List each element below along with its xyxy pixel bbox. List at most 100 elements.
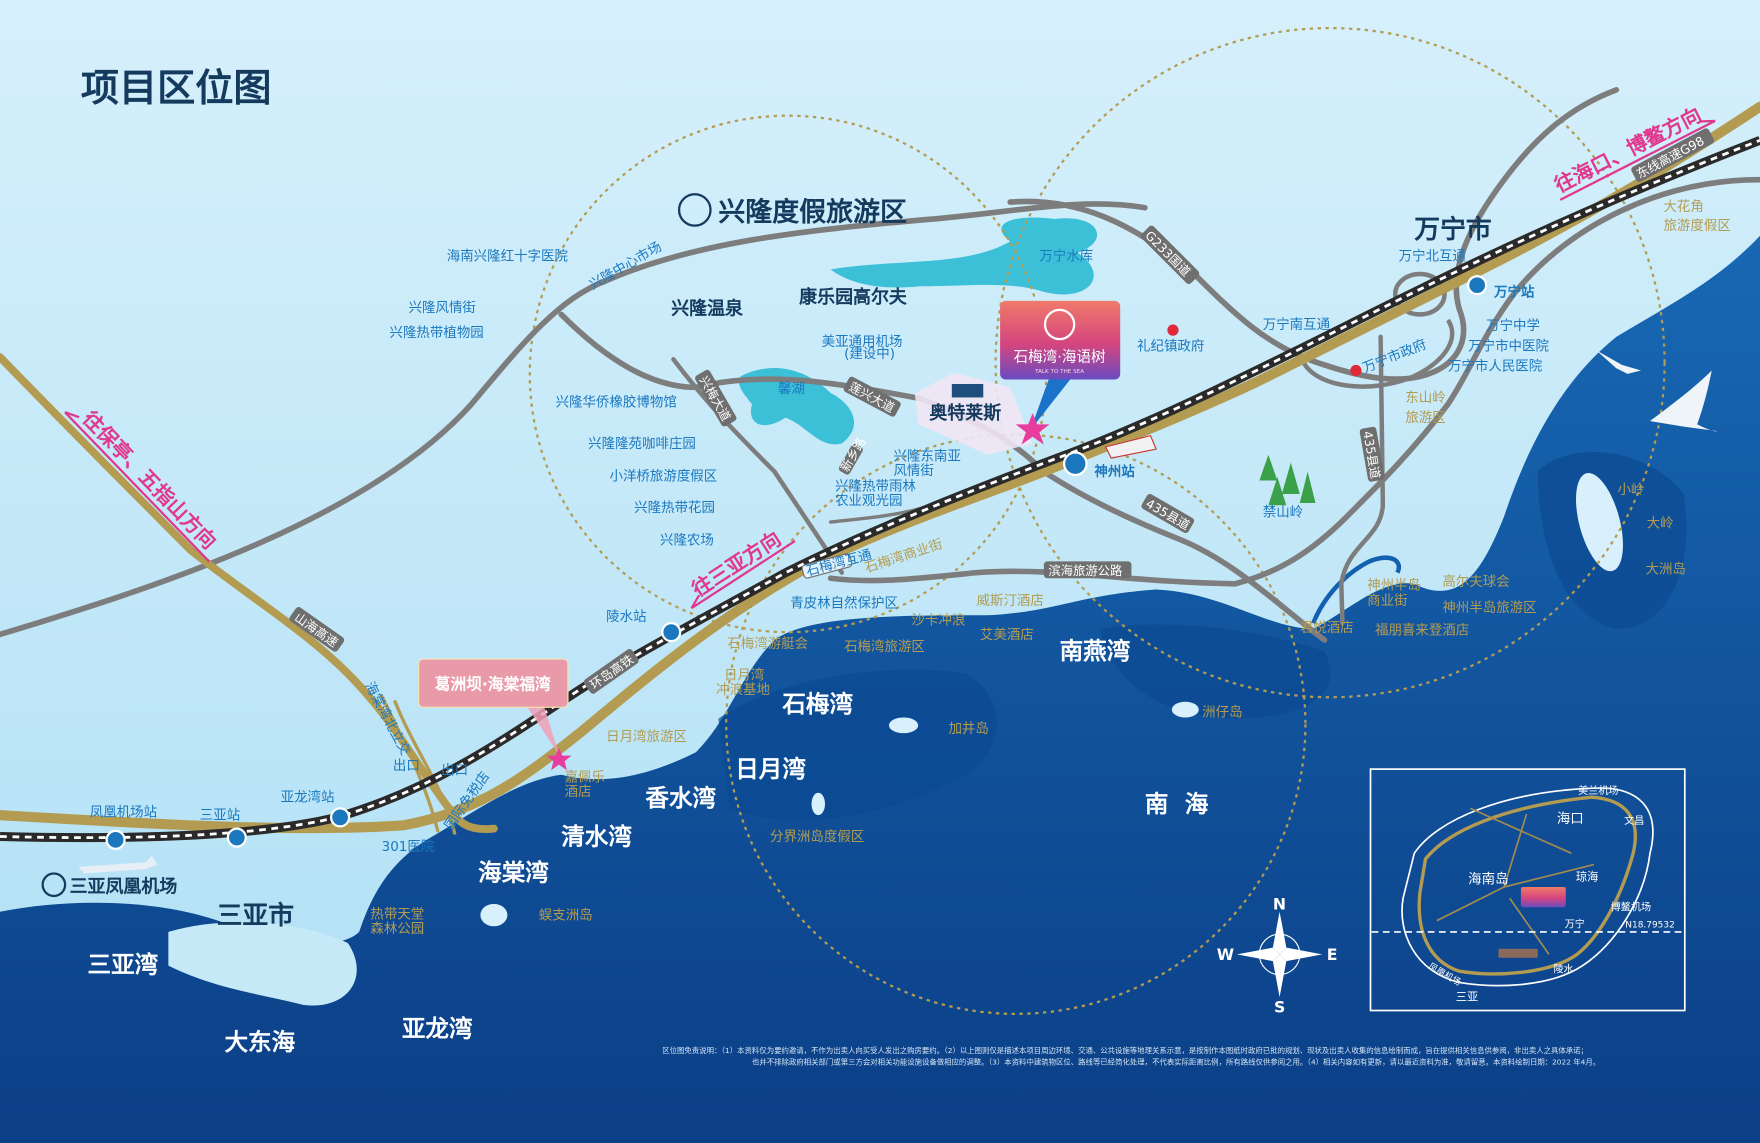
poi-red-cross-hospital: 海南兴隆红十字医院 <box>447 248 569 264</box>
inset-wanning: 万宁 <box>1565 917 1585 930</box>
poi-rubber-museum: 兴隆华侨橡胶博物馆 <box>556 393 677 410</box>
wanning-interchanges <box>1299 271 1455 389</box>
poi-botanical-garden: 兴隆热带植物园 <box>389 325 483 341</box>
arrow-icon <box>1559 119 1716 201</box>
poi-golf-club: 高尔夫球会 <box>1442 573 1509 590</box>
inset-hainan-island: 海南岛 <box>1468 872 1508 888</box>
poi-wanning-north-ic: 万宁北互通 <box>1399 247 1467 264</box>
poi-tropical-garden: 兴隆热带花园 <box>634 500 715 516</box>
inset-boao-airport: 博鳌机场 <box>1611 901 1651 914</box>
compass-e: E <box>1327 945 1338 964</box>
station-icon <box>330 807 351 828</box>
poi-xinglong-farm: 兴隆农场 <box>660 533 714 549</box>
expressways <box>0 101 1760 835</box>
deep-bays <box>718 451 1687 821</box>
bay-qingshui: 清水湾 <box>561 822 632 850</box>
station-icon <box>661 622 682 643</box>
zhouzai-island-shape <box>1171 701 1199 718</box>
poi-wanning-reservoir: 万宁水库 <box>1039 247 1093 264</box>
poi-sea-street-2: 风情街 <box>893 463 933 479</box>
poi-shenzhou-resort: 神州半岛旅游区 <box>1442 600 1536 616</box>
project-name: 石梅湾·海语树 <box>1014 349 1106 366</box>
station-wanning: 万宁站 <box>1493 283 1535 300</box>
poi-wanning-school: 万宁中学 <box>1486 317 1540 334</box>
poi-coffee-manor: 兴隆隆苑咖啡庄园 <box>588 435 696 452</box>
inset-haikou: 海口 <box>1557 811 1584 827</box>
gold-pois: 大花角 旅游度假区 东山岭 旅游区 小岭 大岭 大洲岛 神州半岛 商业街 高尔夫… <box>370 199 1730 937</box>
compass-s: S <box>1274 998 1285 1017</box>
project-slogan: TALK TO THE SEA <box>1034 369 1084 375</box>
poi-shenzhou-street-2: 商业街 <box>1367 593 1407 609</box>
airplane-icon <box>78 855 158 874</box>
train-icon <box>1104 434 1157 459</box>
station-icon <box>105 829 126 850</box>
poi-riyue-surf-1: 日月湾 <box>724 666 764 683</box>
seagull-icons <box>1596 350 1718 432</box>
poi-riyue-surf-2: 冲浪基地 <box>716 681 770 698</box>
poi-301-hospital: 301医院 <box>382 839 435 855</box>
poi-riyue-resort: 日月湾旅游区 <box>606 728 687 745</box>
jiajing-island-shape <box>888 717 919 734</box>
poi-meiya-airport: 美亚通用机场 <box>822 334 903 350</box>
inset-neighbor-marker <box>1498 948 1538 958</box>
poi-capella-2: 酒店 <box>565 784 592 800</box>
poi-rainforest-1: 兴隆热带雨林 <box>835 479 916 495</box>
poi-grand-hyatt: 君悦酒店 <box>1300 620 1354 636</box>
inset-lingshui: 陵水 <box>1553 963 1573 975</box>
poi-xin-lake: 馨湖 <box>778 381 805 397</box>
bay-haitang: 海棠湾 <box>478 858 549 886</box>
project-logo-icon <box>1043 308 1076 341</box>
neighbor-project-name: 葛洲坝·海棠福湾 <box>435 674 551 693</box>
bay-riyue: 日月湾 <box>735 755 806 783</box>
poi-shenzhou-street-1: 神州半岛 <box>1367 577 1421 593</box>
poi-forest-park-1: 热带天堂 <box>370 906 424 922</box>
wuzhizhou-island-shape <box>480 903 508 927</box>
poi-dazhou-island: 大洲岛 <box>1646 562 1686 578</box>
wanning-reservoir-shape <box>830 217 1098 295</box>
bay-yalong: 亚龙湾 <box>402 1014 473 1042</box>
page-title: 项目区位图 <box>81 66 272 110</box>
poi-fenjiezhou: 分界洲岛度假区 <box>770 829 864 845</box>
resort-umbrella-icon <box>677 193 712 227</box>
compass-rose: N S W E <box>1217 894 1338 1016</box>
shenzhou-river <box>1311 555 1402 624</box>
poi-shaka-surf: 沙卡冲浪 <box>911 612 965 628</box>
region-wanning-city: 万宁市 <box>1414 214 1492 245</box>
project-callout[interactable]: 石梅湾·海语树 TALK TO THE SEA <box>1000 300 1121 445</box>
station-icon <box>226 827 247 848</box>
poi-shimei-resort: 石梅湾旅游区 <box>844 638 925 655</box>
poi-jinshanling: 禁山岭 <box>1263 504 1303 520</box>
airport-icon <box>41 872 67 898</box>
neighbor-project-callout[interactable]: 葛洲坝·海棠福湾 <box>418 658 572 771</box>
sea-south-china-sea: 南 海 <box>1145 790 1209 818</box>
forest-trees-icon <box>1259 454 1316 506</box>
poi-dongshanling-2: 旅游区 <box>1405 410 1445 426</box>
poi-exit-1: 出口 <box>393 758 420 774</box>
project-card <box>1000 300 1121 380</box>
neighbor-project-pointer <box>527 707 559 755</box>
poi-exit-2: 出口 <box>441 763 468 779</box>
inset-project-marker <box>1520 887 1566 908</box>
poi-meiya-airport-note: (建设中) <box>844 346 895 362</box>
xinglong-resort-label: 兴隆度假旅游区 <box>677 193 907 228</box>
poi-four-points: 福朋喜来登酒店 <box>1375 622 1469 638</box>
government-star-icon <box>1167 324 1179 336</box>
poi-capella-1: 嘉佩乐 <box>565 769 605 785</box>
road-coastal: 滨海旅游公路 <box>1048 563 1122 578</box>
poi-le-meridien: 艾美酒店 <box>980 627 1034 643</box>
poi-wuzhizhou: 蜈支洲岛 <box>539 908 593 924</box>
region-xinglong-resort: 兴隆度假旅游区 <box>718 196 907 228</box>
poi-rainforest-2: 农业观光园 <box>835 493 902 509</box>
fenjiezhou-island-shape <box>811 792 825 816</box>
arrow-icon <box>64 411 210 563</box>
poi-wanning-south-ic: 万宁南互通 <box>1263 316 1331 333</box>
poi-fengqing-street: 兴隆风情街 <box>409 300 476 316</box>
bay-xiangshui: 香水湾 <box>645 784 716 812</box>
poi-dahuajiao-1: 大花角 <box>1663 199 1703 215</box>
outlets-building-icon <box>951 383 984 398</box>
station-icon <box>1467 275 1488 296</box>
station-sanya: 三亚站 <box>200 808 240 824</box>
poi-zhouzai-island: 洲仔岛 <box>1202 704 1242 720</box>
disclaimer-line-1: 区位图免责说明：（1）本资料仅为要约邀请，不作为出卖人向买受人发出之购房要约。（… <box>662 1046 1588 1055</box>
dazhou-island <box>1576 473 1623 572</box>
